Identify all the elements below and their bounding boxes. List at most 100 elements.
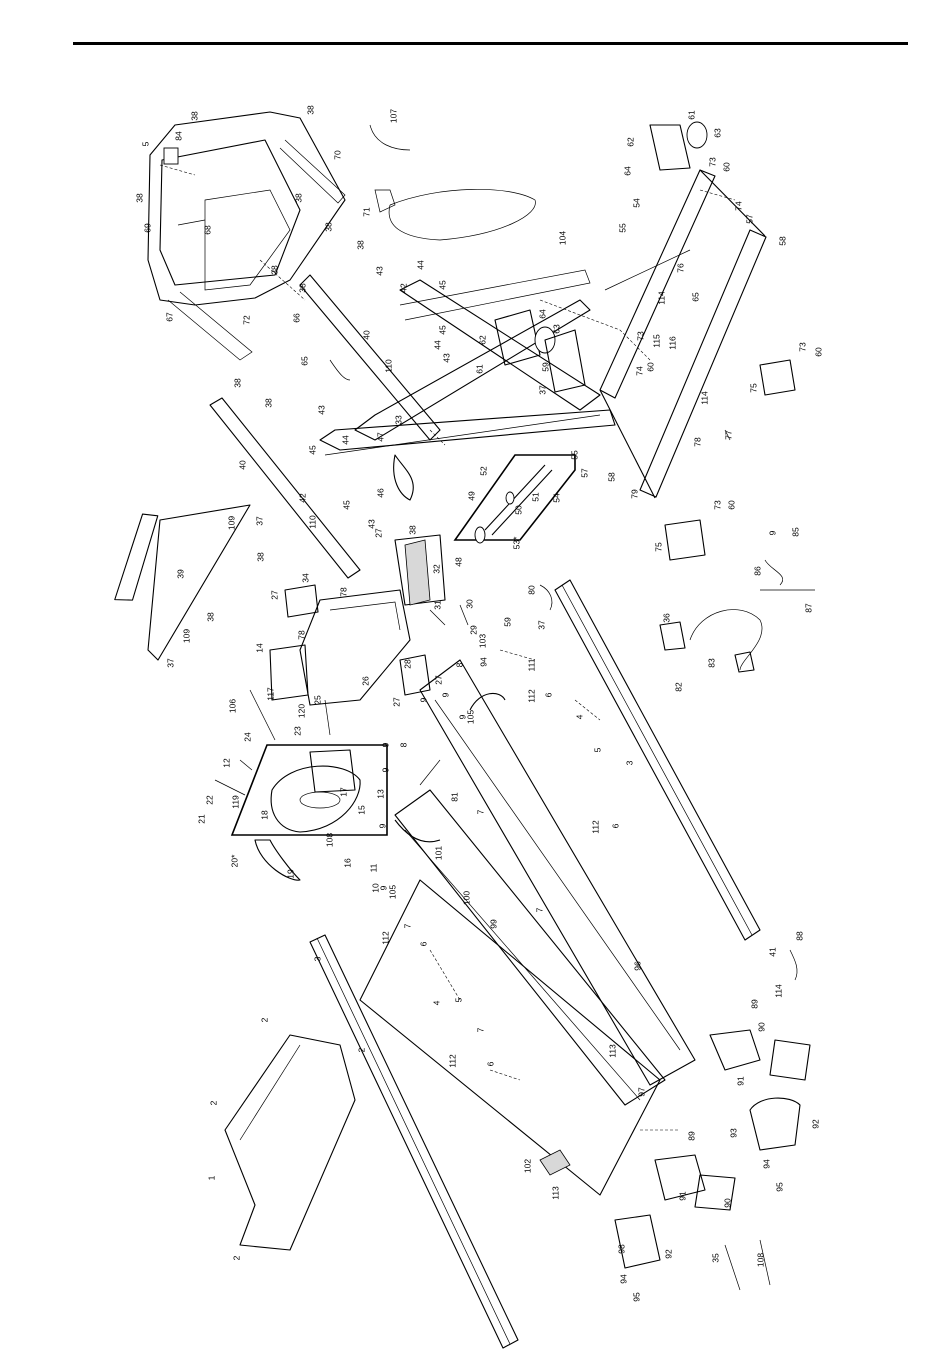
- part-callout: 78: [692, 437, 702, 447]
- base-frame: [494, 121, 796, 561]
- part-callout: 13: [375, 789, 385, 799]
- part-callout: 109: [226, 516, 236, 530]
- side-rails: [309, 579, 761, 1349]
- header-rule: [73, 42, 908, 45]
- part-callout: 38: [269, 265, 279, 275]
- part-callout: 9: [380, 742, 390, 747]
- part-callout: 63: [551, 324, 561, 334]
- part-callout: 18: [259, 810, 269, 820]
- part-callout: 26: [360, 676, 370, 686]
- part-callout: 109: [181, 629, 191, 643]
- part-callout: 40: [237, 460, 247, 470]
- part-callout: 5: [140, 141, 150, 146]
- part-callout: 42: [398, 283, 408, 293]
- part-callout: 48: [453, 557, 463, 567]
- part-callout: 44: [340, 435, 350, 445]
- part-callout: 73: [712, 500, 722, 510]
- part-callout: 16: [342, 858, 352, 868]
- part-callout: 38: [407, 525, 417, 535]
- part-callout: 44: [432, 340, 442, 350]
- part-callout: 110: [307, 515, 317, 529]
- part-callout: 96: [632, 961, 642, 971]
- part-callout: 45: [437, 325, 447, 335]
- part-callout: 97: [636, 1087, 646, 1097]
- part-callout: 86: [752, 566, 762, 576]
- part-callout: 11: [368, 863, 378, 872]
- part-callout: 94: [478, 657, 488, 667]
- part-callout: 65: [299, 356, 309, 366]
- deck-frame: [359, 659, 696, 1196]
- part-callout: 87: [803, 603, 813, 613]
- part-callout: 69: [142, 223, 152, 233]
- part-callout: 88: [794, 931, 804, 941]
- part-callout: 84: [173, 131, 183, 141]
- part-63-wheel-icon: [686, 121, 708, 149]
- part-callout: 107: [388, 109, 398, 123]
- part-callout: 78: [296, 630, 306, 640]
- part-callout: 38: [189, 111, 199, 121]
- part-callout: 3: [624, 760, 634, 765]
- part-callout: 47: [375, 432, 385, 442]
- part-callout: 6: [610, 823, 620, 828]
- part-callout: 60: [645, 362, 655, 372]
- part-callout: 68: [202, 225, 212, 235]
- part-callout: 75: [653, 542, 663, 552]
- part-callout: 37: [536, 620, 546, 630]
- part-callout: 65: [690, 292, 700, 302]
- part-callout: 71: [361, 207, 371, 217]
- hood-and-caps: [224, 1029, 811, 1291]
- part-callout: 38: [323, 222, 333, 232]
- part-callout: 12: [221, 758, 231, 768]
- part-callout: 6: [543, 692, 553, 697]
- part-callout: 99: [488, 919, 498, 929]
- part-callout: 9: [418, 697, 428, 702]
- part-callout: 54: [631, 198, 641, 208]
- part-callout: 43: [374, 266, 384, 276]
- part-callout: 5: [453, 997, 463, 1002]
- part-callout: 1: [206, 1175, 216, 1180]
- part-callout: 114: [656, 291, 666, 305]
- part-callout: 52: [478, 466, 488, 476]
- part-102-label-icon: [539, 1149, 571, 1176]
- part-callout: 81: [449, 792, 459, 802]
- part-callout: 38: [232, 378, 242, 388]
- part-callout: 55: [569, 450, 579, 460]
- part-callout: 85: [790, 527, 800, 537]
- part-callout: 67: [164, 312, 174, 322]
- part-callout: 61: [474, 364, 484, 374]
- part-callout: 49: [466, 491, 476, 501]
- part-callout: 37: [165, 658, 175, 668]
- part-callout: 98: [616, 1244, 626, 1254]
- part-callout: 24: [242, 732, 252, 742]
- part-callout: 38: [134, 193, 144, 203]
- part-callout: 10: [370, 883, 380, 893]
- part-callout: 58: [777, 236, 787, 246]
- part-callout: 76: [675, 263, 685, 273]
- part-callout: 92: [810, 1119, 820, 1129]
- part-callout: 72: [241, 315, 251, 325]
- part-callout: 21: [196, 814, 206, 824]
- part-callout: 77: [723, 430, 733, 440]
- part-callout: 2: [356, 1047, 366, 1052]
- part-callout: 57: [744, 214, 754, 224]
- part-callout: 9: [377, 823, 387, 828]
- part-callout: 114: [699, 391, 709, 405]
- part-callout: 44: [415, 260, 425, 270]
- part-callout: 25: [312, 695, 322, 705]
- part-callout: 2: [208, 1100, 218, 1105]
- part-callout: 93: [728, 1128, 738, 1138]
- part-callout: 59: [540, 362, 550, 372]
- part-callout: 74: [634, 366, 644, 376]
- part-callout: 6: [485, 1061, 495, 1066]
- part-callout: 120: [296, 704, 306, 718]
- part-callout: 8: [398, 742, 408, 747]
- part-callout: 108: [324, 833, 334, 847]
- part-callout: 38: [297, 283, 307, 293]
- part-callout: 105: [387, 885, 397, 899]
- uprights: [114, 269, 616, 661]
- part-callout: 28: [402, 659, 412, 669]
- part-callout: 50: [513, 505, 523, 515]
